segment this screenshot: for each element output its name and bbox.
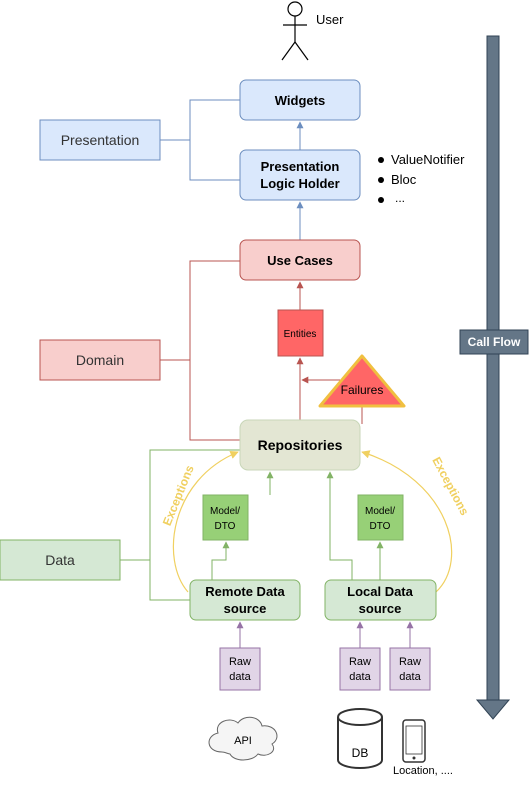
edge-local-to-repos <box>326 471 353 580</box>
failures-label: Failures <box>341 383 384 397</box>
db-label: DB <box>352 746 369 760</box>
model-right-line2: DTO <box>370 521 391 532</box>
use-cases-label: Use Cases <box>267 253 333 268</box>
bullet-icon <box>378 157 384 163</box>
database-icon <box>337 708 383 769</box>
presentation-layer-text: Presentation <box>61 132 140 148</box>
exceptions-right-label: Exceptions <box>429 455 472 518</box>
raw-remote-line2: data <box>229 671 251 683</box>
raw-device-line2: data <box>399 671 421 683</box>
device-label: Location, .... <box>393 765 453 777</box>
use-cases-node <box>239 239 361 281</box>
domain-layer-text: Domain <box>76 352 124 368</box>
local-data-source-node <box>324 579 437 621</box>
local-source-line2: source <box>359 601 402 616</box>
domain-layer-label <box>39 339 161 381</box>
raw-remote-line1: Raw <box>229 656 251 668</box>
call-flow-arrow <box>459 35 529 720</box>
failures-node <box>318 354 406 408</box>
user-actor-icon <box>281 1 309 61</box>
domain-bracket <box>160 260 240 441</box>
model-dto-right-node <box>357 494 404 541</box>
model-dto-left-node <box>202 494 249 541</box>
raw-db-line1: Raw <box>349 656 371 668</box>
remote-source-line2: source <box>224 601 267 616</box>
example-more: ... <box>395 191 405 205</box>
remote-data-source-node <box>189 579 301 621</box>
user-label: User <box>316 12 344 27</box>
presentation-layer-label <box>39 119 161 161</box>
remote-source-line1: Remote Data <box>205 584 285 599</box>
data-layer-label <box>0 539 121 581</box>
exceptions-left-curve <box>172 451 239 593</box>
local-source-line1: Local Data <box>347 584 414 599</box>
widgets-node <box>239 79 361 121</box>
call-flow-label: Call Flow <box>468 335 521 349</box>
raw-device-line1: Raw <box>399 656 421 668</box>
raw-db-line2: data <box>349 671 371 683</box>
logic-holder-label-line1: Presentation <box>261 159 340 174</box>
bullet-icon <box>378 177 384 183</box>
raw-data-device-node <box>389 647 431 691</box>
model-right-line1: Model/ <box>365 506 395 517</box>
bullet-icon <box>378 197 384 203</box>
example-value-notifier: ValueNotifier <box>391 152 465 167</box>
entities-node <box>277 309 324 357</box>
entities-label: Entities <box>284 329 317 340</box>
exceptions-left-label: Exceptions <box>160 463 197 528</box>
model-left-line2: DTO <box>215 521 236 532</box>
presentation-bracket <box>160 99 240 181</box>
model-left-line1: Model/ <box>210 506 240 517</box>
raw-data-remote-node <box>219 647 261 691</box>
widgets-label: Widgets <box>275 93 325 108</box>
example-bloc: Bloc <box>391 172 417 187</box>
api-label: API <box>234 735 252 747</box>
data-bracket <box>120 449 240 601</box>
mobile-phone-icon <box>402 719 426 763</box>
cloud-icon <box>208 716 278 761</box>
logic-holder-label-line2: Logic Holder <box>260 176 339 191</box>
data-layer-text: Data <box>45 552 75 568</box>
repositories-label: Repositories <box>258 437 343 453</box>
raw-data-db-node <box>339 647 381 691</box>
edge-remote-to-model <box>211 541 230 580</box>
logic-holder-node <box>239 149 361 201</box>
repositories-node <box>239 419 361 471</box>
exceptions-right-curve <box>361 450 453 593</box>
